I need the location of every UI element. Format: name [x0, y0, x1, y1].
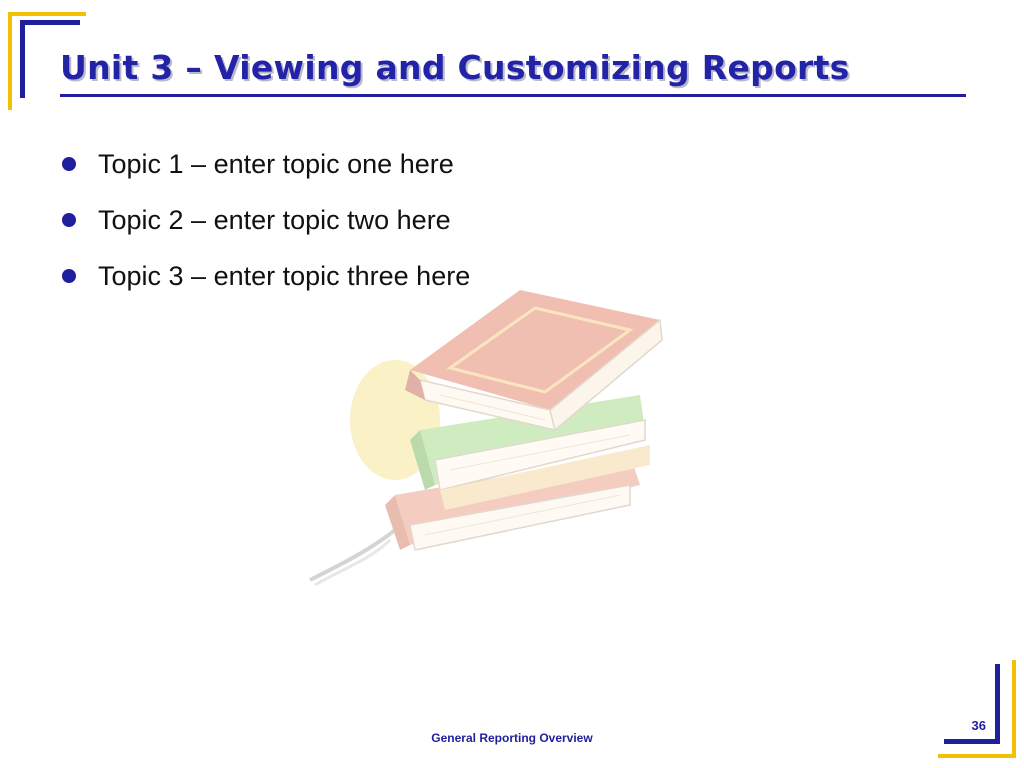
corner-accent-blue-horizontal-bottom: [944, 739, 1000, 744]
bullet-item: Topic 3 – enter topic three here: [62, 248, 470, 304]
bullet-dot-icon: [62, 213, 76, 227]
title-underline: [60, 94, 966, 97]
slide-title: Unit 3 – Viewing and Customizing Reports: [60, 48, 850, 87]
corner-accent-yellow-horizontal-bottom: [938, 754, 1016, 758]
bullet-dot-icon: [62, 157, 76, 171]
corner-accent-blue-vertical-bottom: [995, 664, 1000, 744]
page-number: 36: [971, 718, 986, 733]
corner-accent-blue-horizontal: [20, 20, 80, 25]
corner-accent-yellow-vertical: [8, 12, 12, 110]
bullet-item: Topic 1 – enter topic one here: [62, 136, 470, 192]
bullet-dot-icon: [62, 269, 76, 283]
corner-accent-yellow-horizontal: [8, 12, 86, 16]
bullet-text: Topic 1 – enter topic one here: [98, 148, 454, 179]
bullet-list: Topic 1 – enter topic one here Topic 2 –…: [62, 136, 470, 304]
footer-title: General Reporting Overview: [431, 731, 593, 745]
book-stack-icon: [309, 290, 663, 587]
bullet-text: Topic 3 – enter topic three here: [98, 260, 471, 291]
bullet-item: Topic 2 – enter topic two here: [62, 192, 470, 248]
corner-accent-blue-vertical: [20, 20, 25, 98]
corner-accent-yellow-vertical-bottom: [1012, 660, 1016, 758]
bullet-text: Topic 2 – enter topic two here: [98, 204, 451, 235]
